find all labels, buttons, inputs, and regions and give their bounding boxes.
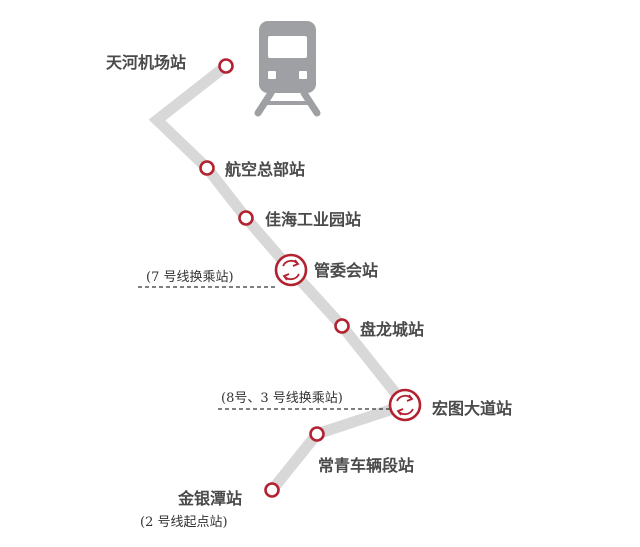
station-marker-changqing-depot[interactable]: [309, 426, 325, 442]
station-label-guanweihui: 管委会站: [314, 261, 379, 280]
station-marker-hangkong-zongbu[interactable]: [199, 160, 215, 176]
transfer-arrows-icon: [396, 394, 414, 416]
station-label-jinyintan: 金银潭站: [178, 489, 243, 508]
station-marker-panlongcheng[interactable]: [334, 318, 350, 334]
station-marker-jinyintan[interactable]: [264, 482, 280, 498]
transfer-note-guanweihui: (7 号线换乘站): [146, 270, 234, 285]
station-marker-guanweihui[interactable]: [274, 253, 308, 287]
station-marker-hongtu-avenue[interactable]: [388, 388, 422, 422]
station-marker-jiahai-industrial-park[interactable]: [238, 210, 254, 226]
transfer-arrows-icon: [282, 259, 300, 281]
station-label-panlongcheng: 盘龙城站: [360, 320, 425, 339]
transfer-note-hongtu-avenue: (8号、3 号线换乘站): [221, 391, 343, 406]
station-marker-tianhe-airport[interactable]: [218, 58, 234, 74]
station-label-tianhe-airport: 天河机场站: [106, 53, 187, 72]
station-label-changqing-depot: 常青车辆段站: [318, 456, 415, 475]
station-label-hangkong-zongbu: 航空总部站: [225, 160, 306, 179]
station-label-hongtu-avenue: 宏图大道站: [432, 399, 513, 418]
station-label-jiahai-industrial-park: 佳海工业园站: [265, 210, 362, 229]
train-icon: [254, 21, 321, 117]
origin-note-jinyintan: (2 号线起点站): [140, 515, 228, 530]
